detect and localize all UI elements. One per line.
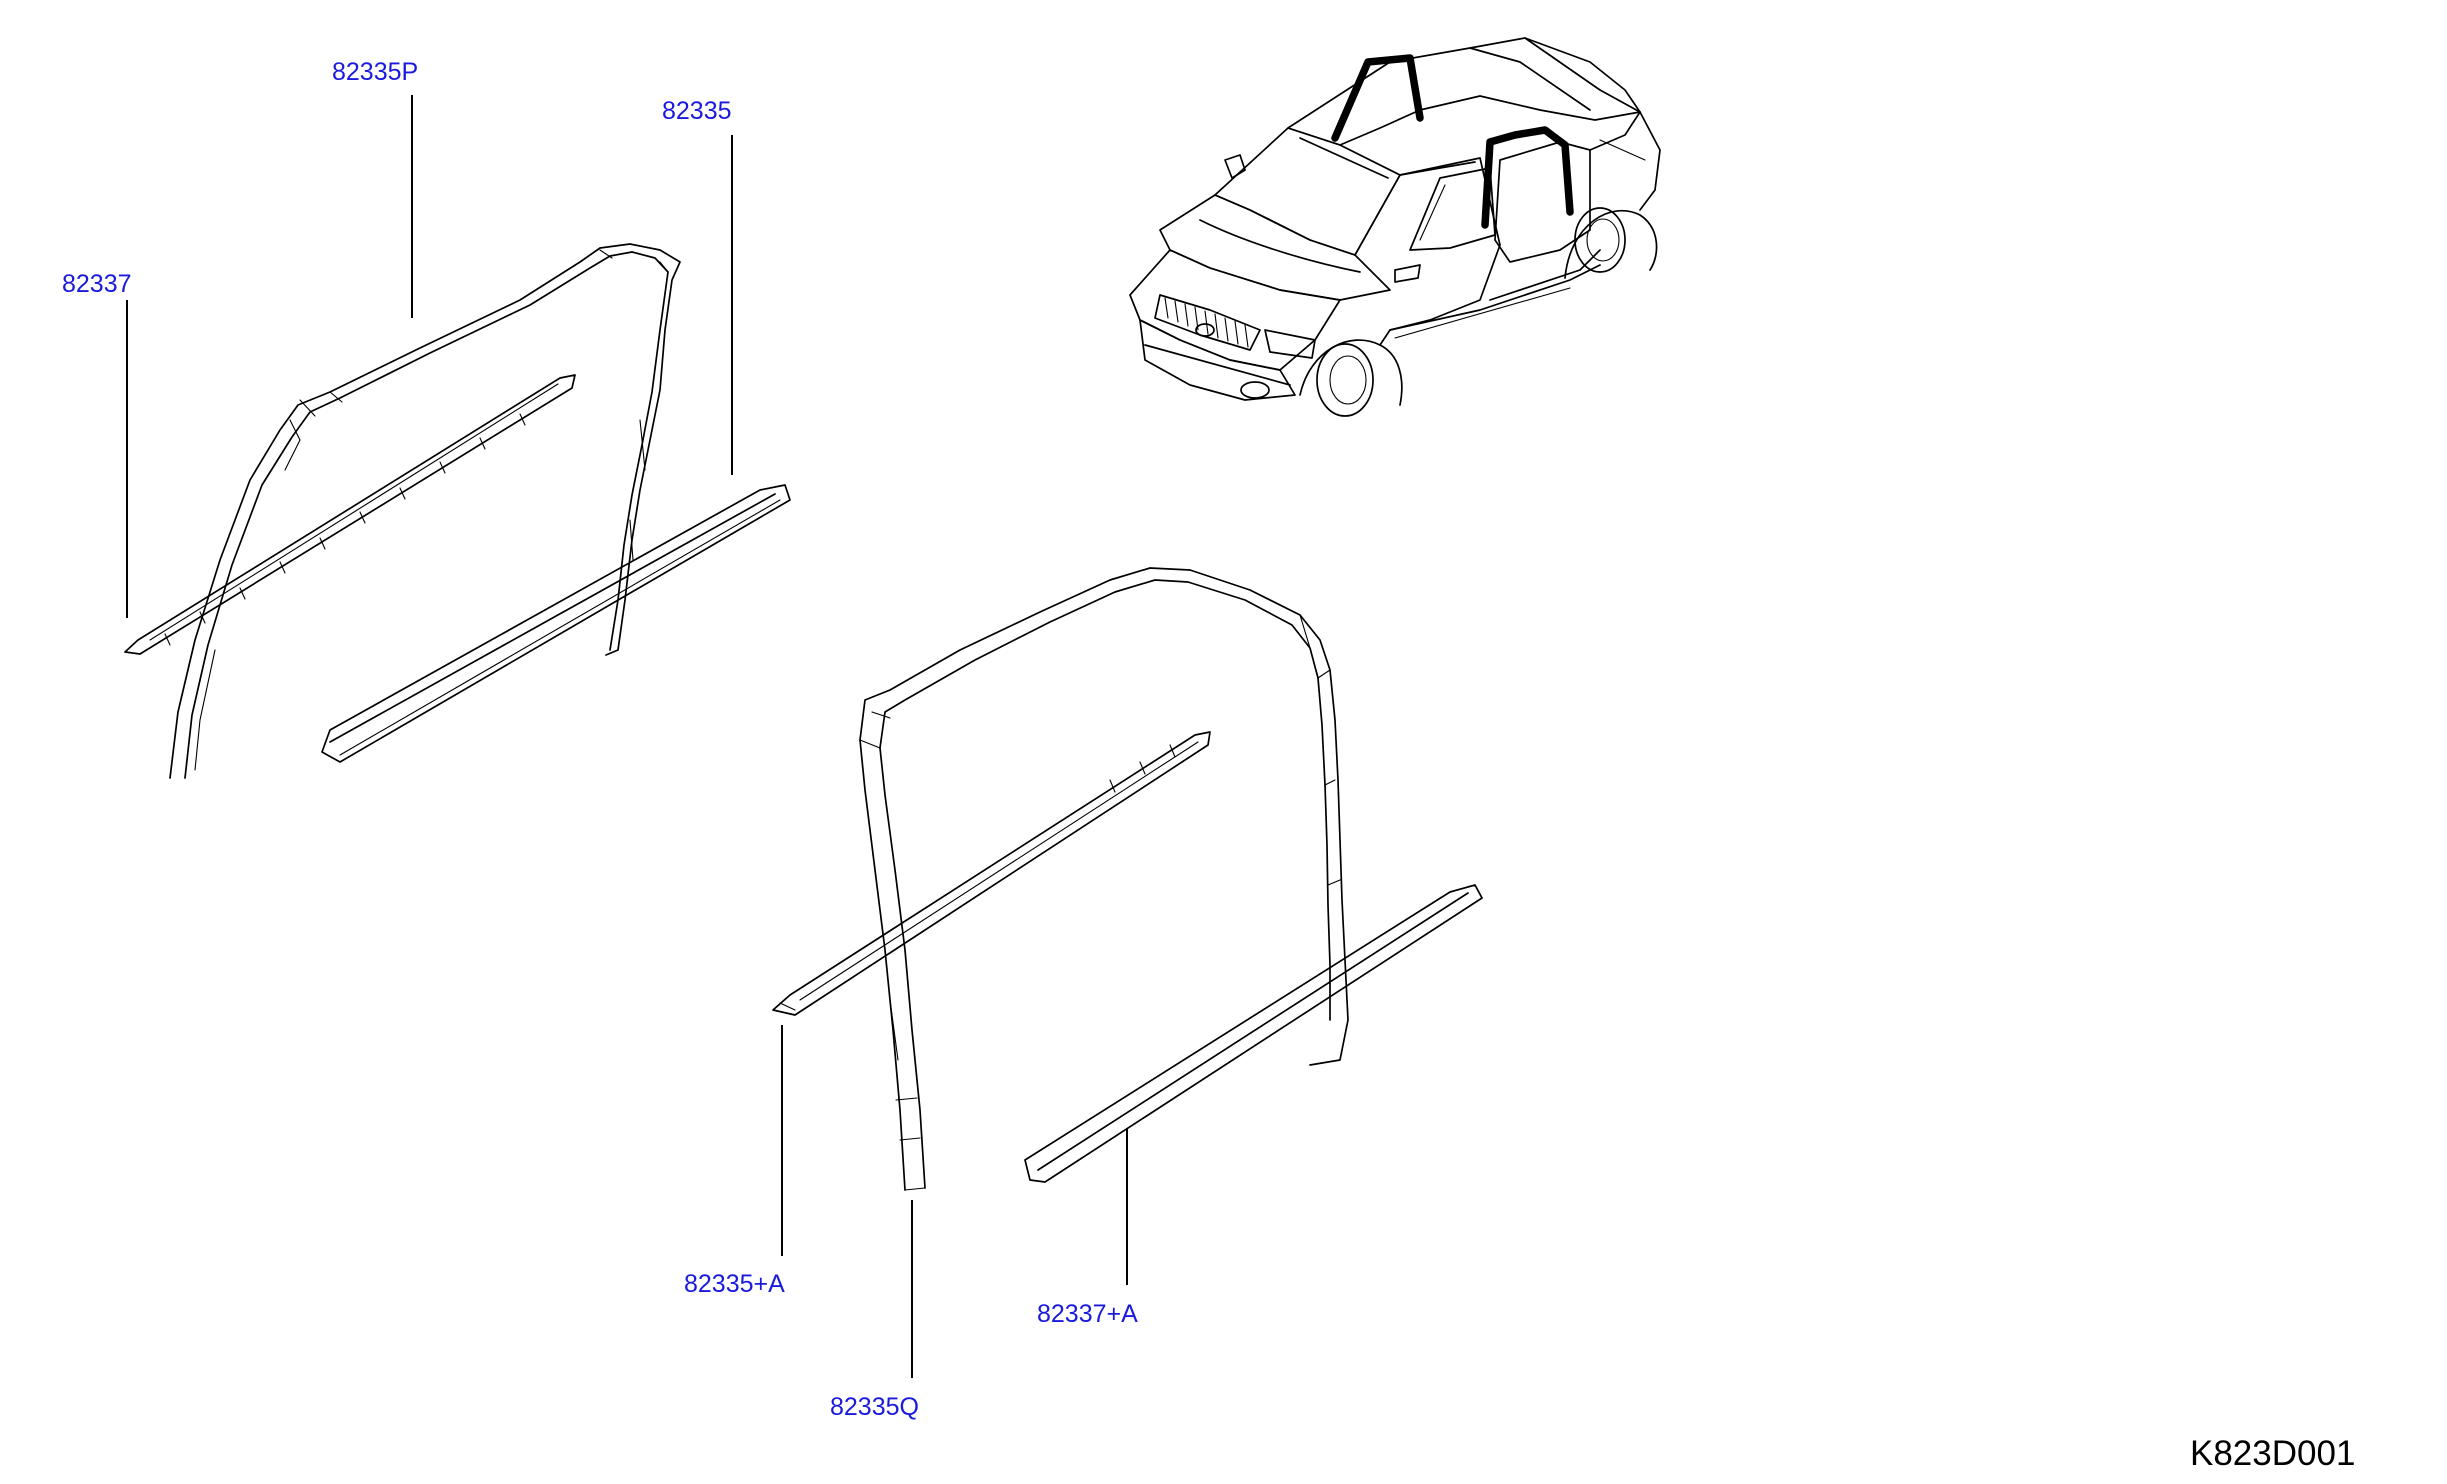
part-label-82335p[interactable]: 82335P (332, 58, 418, 86)
part-label-82335q[interactable]: 82335Q (830, 1393, 919, 1421)
part-label-82337[interactable]: 82337 (62, 270, 132, 298)
vehicle-overview (1129, 37, 1661, 417)
part-labels: 82335P 82335 82337 82335+A 82337+A 82335… (62, 58, 1138, 1421)
part-label-82337a[interactable]: 82337+A (1037, 1300, 1138, 1328)
windshield-seal-highlight (1331, 54, 1424, 142)
front-door-seal-assembly (124, 243, 791, 779)
rear-door-seal-assembly (772, 567, 1483, 1191)
leader-lines (126, 95, 1128, 1378)
diagram-reference-code: K823D001 (2190, 1434, 2355, 1473)
rear-door-seal-highlight (1481, 126, 1574, 229)
part-label-82335[interactable]: 82335 (662, 97, 732, 125)
part-label-82335a[interactable]: 82335+A (684, 1270, 785, 1298)
